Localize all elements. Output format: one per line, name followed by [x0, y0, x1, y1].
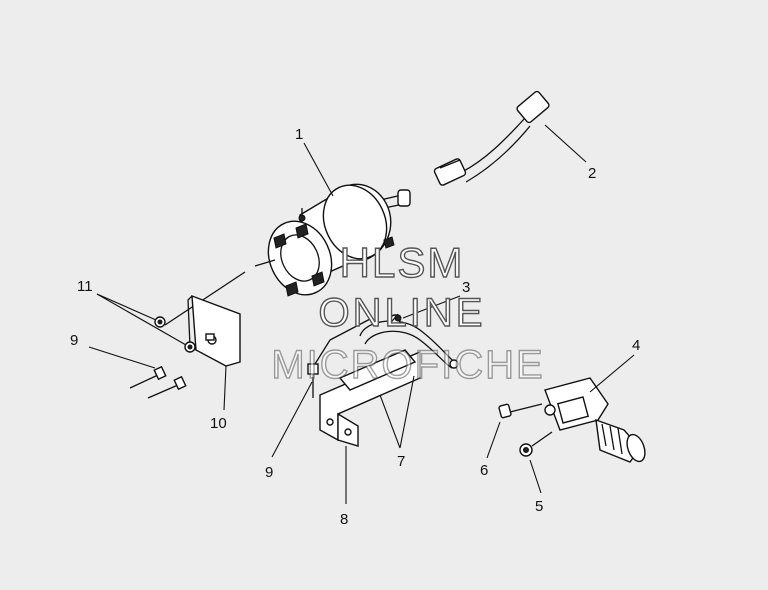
- callout-3: 3: [462, 279, 470, 296]
- callout-6: 6: [480, 462, 488, 479]
- part-4-drive-assembly: [544, 377, 646, 463]
- part-8-mount-bracket: [319, 349, 421, 447]
- part-11-nuts: [154, 316, 196, 353]
- part-6-screw: [498, 403, 543, 419]
- part-9-bolts-left: [129, 365, 187, 399]
- callout-11: 11: [77, 278, 93, 295]
- watermark-line-1: HLSM: [340, 239, 465, 286]
- leader-lines: [88, 124, 635, 504]
- part-1-starter-motor: [254, 183, 411, 297]
- part-9-bolt-center: [307, 363, 319, 398]
- watermark-line-3: MICROFICHE: [271, 343, 544, 387]
- callout-1: 1: [295, 126, 303, 143]
- callout-2: 2: [588, 165, 596, 182]
- callout-8: 8: [340, 511, 348, 528]
- callouts: 1 2 3 4 5 6 7 8 9 9 10 11: [70, 126, 640, 528]
- callout-5: 5: [535, 498, 543, 515]
- part-3-screw: [387, 313, 402, 327]
- part-2-cable: [433, 90, 550, 186]
- part-10-bracket: [187, 294, 241, 367]
- callout-9-center: 9: [265, 464, 273, 481]
- watermark-line-2: ONLINE: [319, 291, 486, 335]
- watermark: HLSM ONLINE MICROFICHE: [271, 238, 544, 387]
- part-5-screw: [519, 431, 553, 457]
- callout-4: 4: [632, 337, 640, 354]
- callout-9-left: 9: [70, 332, 78, 349]
- callout-10: 10: [210, 415, 227, 432]
- callout-7: 7: [397, 453, 405, 470]
